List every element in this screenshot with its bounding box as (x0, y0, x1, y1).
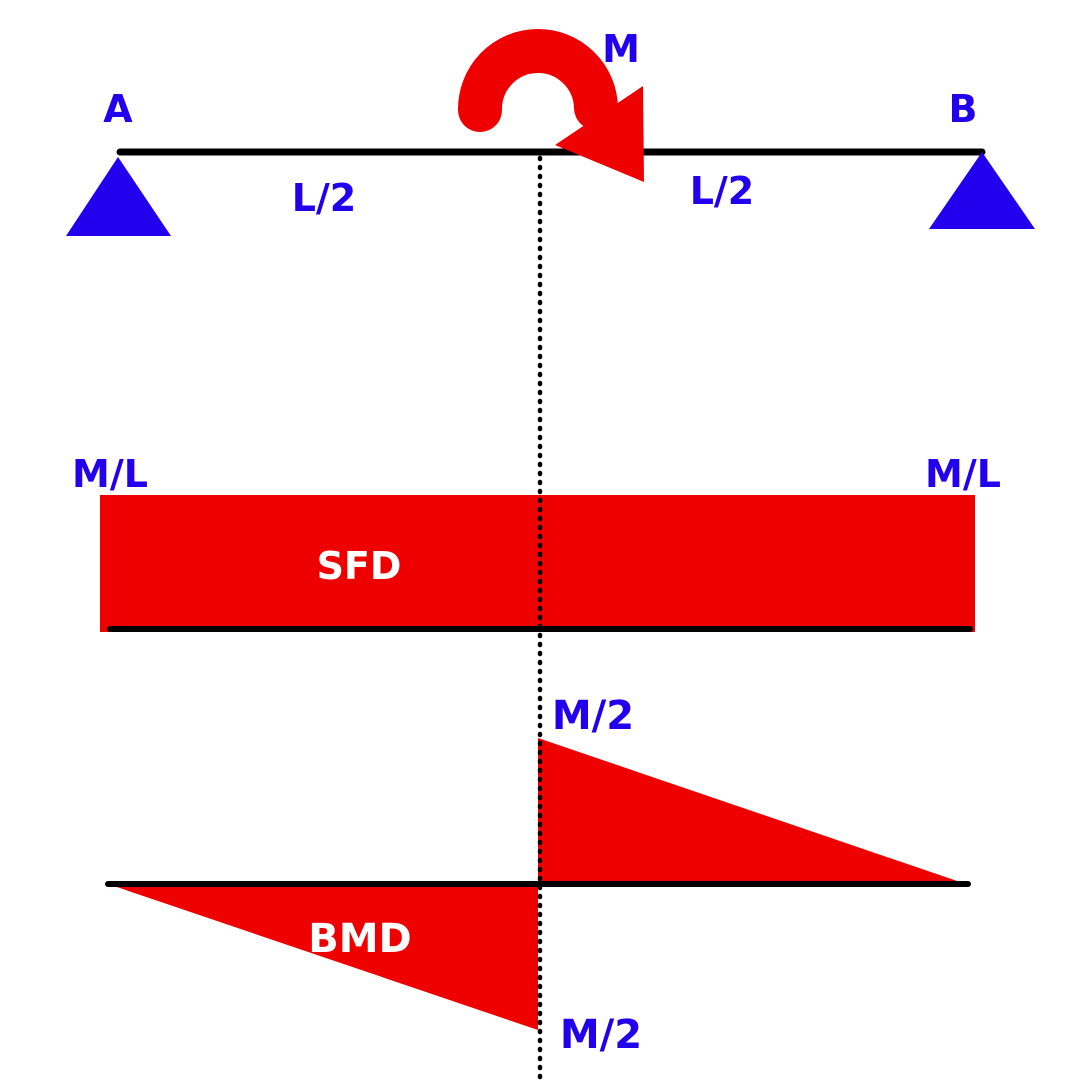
bmd-negative-triangle (108, 884, 538, 1030)
bmd-positive-value-label: M/2 (552, 693, 634, 739)
left-span-label: L/2 (292, 176, 357, 220)
sfd-title: SFD (317, 544, 402, 588)
moment-label: M (602, 27, 640, 71)
bmd-title: BMD (308, 916, 412, 962)
bmd-negative-value-label: M/2 (560, 1012, 642, 1058)
moment-arrow-icon (457, 29, 644, 182)
support-a-label: A (103, 87, 133, 131)
support-b-label: B (949, 87, 978, 131)
sfd-left-value-label: M/L (72, 452, 148, 496)
right-span-label: L/2 (690, 169, 755, 213)
sfd-rectangle (100, 495, 975, 632)
bmd-positive-triangle (538, 738, 966, 884)
support-a-triangle (66, 157, 171, 236)
sfd-right-value-label: M/L (925, 452, 1001, 496)
support-b-triangle (929, 152, 1035, 229)
